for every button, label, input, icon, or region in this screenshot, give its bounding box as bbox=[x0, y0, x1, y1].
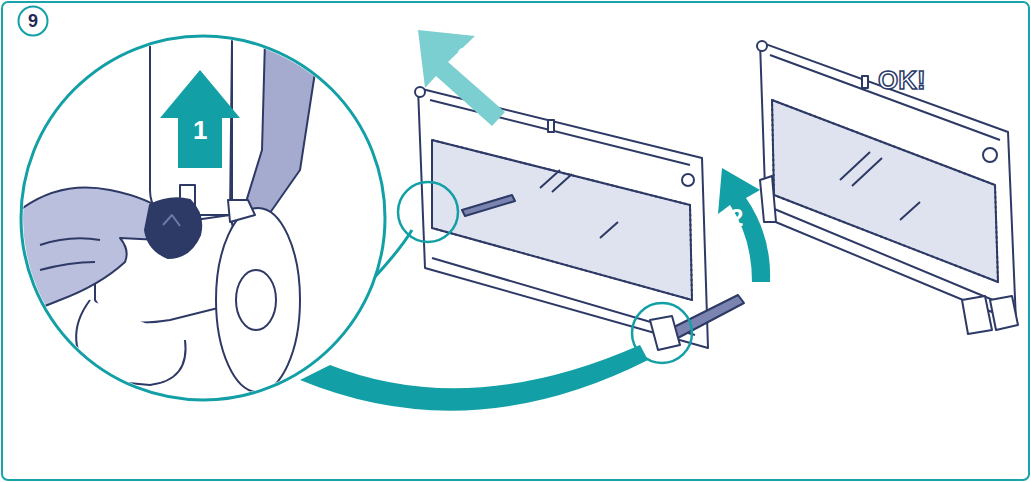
callout-number: 2 bbox=[730, 204, 743, 232]
detail-circle bbox=[398, 182, 458, 242]
magnifier bbox=[5, 36, 385, 400]
ok-mark: OK! bbox=[878, 65, 926, 96]
zoom-swoosh bbox=[300, 345, 648, 411]
bed-rail bbox=[757, 41, 1018, 334]
rotate-arrow bbox=[418, 30, 505, 126]
step-number: 9 bbox=[17, 5, 49, 37]
callout-number: 1 bbox=[193, 115, 207, 146]
detail-circle bbox=[632, 303, 692, 363]
step-number-text: 9 bbox=[17, 11, 49, 32]
callout-number: 2 bbox=[457, 43, 470, 71]
bed-rail bbox=[415, 87, 744, 350]
